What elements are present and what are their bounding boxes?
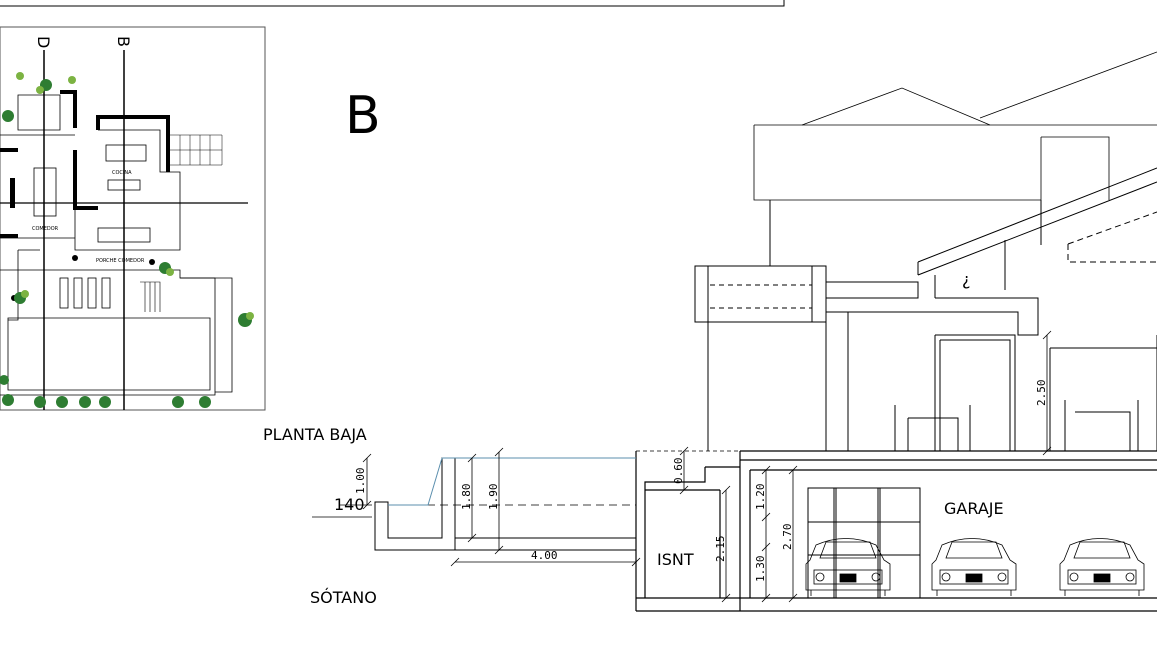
dim-label-060: 0.60 xyxy=(672,458,685,485)
kitchen-island xyxy=(105,144,147,162)
roof-lines xyxy=(753,51,1157,201)
dim-label-270: 2.70 xyxy=(781,524,794,551)
column-dot xyxy=(72,255,78,261)
outline xyxy=(0,269,216,396)
plants-light xyxy=(16,72,254,320)
car xyxy=(805,538,891,596)
dim-label-130: 1.30 xyxy=(754,556,767,583)
car xyxy=(1059,538,1145,596)
dim-label-100: 1.00 xyxy=(354,468,367,495)
wall xyxy=(73,150,98,210)
room-label-comedor: COMEDOR xyxy=(32,226,59,232)
dim-label-180: 1.80 xyxy=(460,484,473,511)
label-sotano: SÓTANO xyxy=(310,588,377,607)
plants xyxy=(0,79,252,408)
room-label-isnt: ISNT xyxy=(657,550,694,569)
stairs xyxy=(170,134,223,166)
outline xyxy=(8,249,40,321)
title-box-frame xyxy=(0,0,785,7)
outline xyxy=(180,277,233,393)
column xyxy=(59,277,69,309)
dimension-garage xyxy=(761,465,798,603)
dim-label-400: 4.00 xyxy=(531,549,558,562)
ground-slab xyxy=(635,450,1157,612)
axis-label-d: D xyxy=(34,36,53,48)
wall xyxy=(10,178,15,208)
dimension-pool xyxy=(312,447,641,567)
outline xyxy=(7,317,211,391)
wall xyxy=(0,148,18,238)
room-label-porche: PORCHE COMEDOR xyxy=(96,258,145,264)
dimension-060 xyxy=(679,446,689,495)
column xyxy=(73,277,83,309)
axis-label-b: B xyxy=(114,36,133,47)
kitchen-table xyxy=(107,179,141,191)
upper-walls xyxy=(694,200,1157,451)
section-letter: B xyxy=(345,86,381,146)
floor-plan: D B COCINA COMEDOR PORCHE COMEDOR xyxy=(0,26,266,411)
dimension-215 xyxy=(721,485,731,603)
question-mark: ¿ xyxy=(962,270,971,289)
wall xyxy=(96,115,170,172)
column xyxy=(87,277,97,309)
room-label-cocina: COCINA xyxy=(112,170,132,176)
dim-label-120: 1.20 xyxy=(754,484,767,511)
dining-table xyxy=(33,167,57,217)
pool-section xyxy=(374,457,636,551)
label-planta-baja: PLANTA BAJA xyxy=(263,425,367,444)
wall xyxy=(60,90,77,128)
room-label-garage: GARAJE xyxy=(944,499,1004,518)
garage-door xyxy=(807,487,921,599)
sloped-roof xyxy=(917,167,1157,290)
dim-label-190: 1.90 xyxy=(487,484,500,511)
plan-frame xyxy=(0,26,266,411)
outline xyxy=(74,129,181,251)
porch-table xyxy=(97,227,151,243)
column xyxy=(101,277,111,309)
stairs xyxy=(140,281,161,312)
column-dot xyxy=(149,259,155,265)
outline xyxy=(0,134,75,239)
level-value: 140 xyxy=(334,495,365,514)
dim-label-250: 2.50 xyxy=(1035,380,1048,407)
dim-label-215: 2.15 xyxy=(714,536,727,563)
outline xyxy=(17,94,61,131)
water-line xyxy=(388,457,636,506)
car xyxy=(931,538,1017,596)
